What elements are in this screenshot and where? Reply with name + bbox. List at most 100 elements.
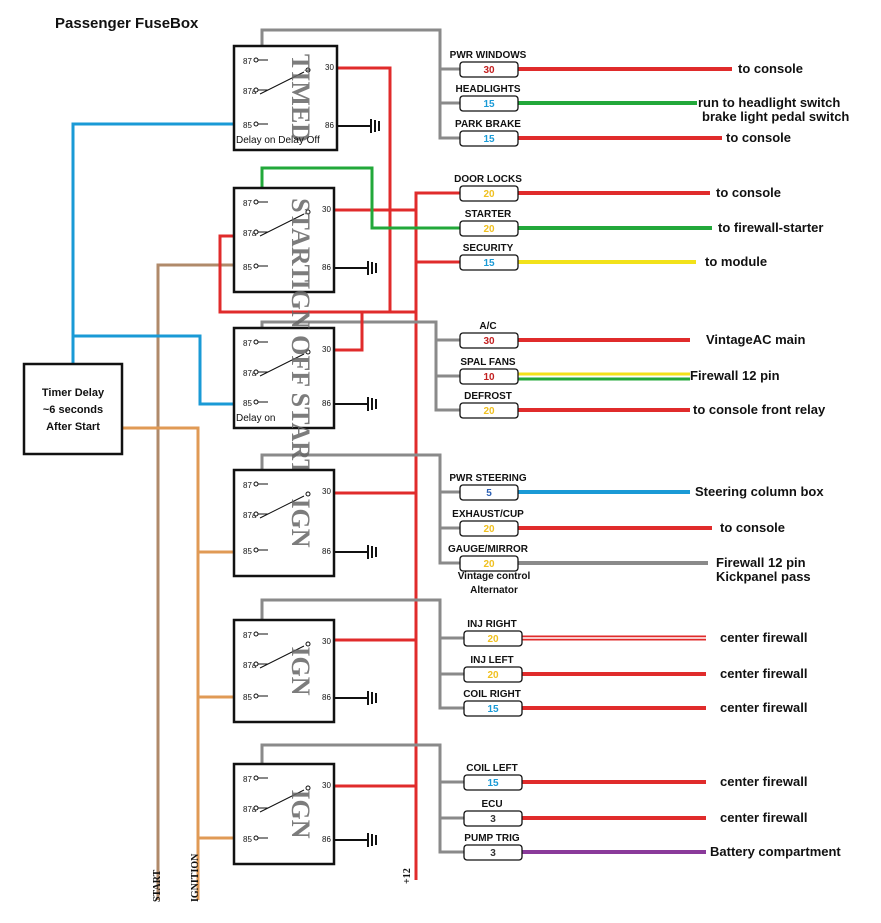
relay-pin-label: 85 xyxy=(243,263,252,272)
relay-pin-label: 30 xyxy=(322,205,331,214)
timed-relay-feed xyxy=(260,28,460,71)
fuse-label: DEFROST xyxy=(464,391,512,402)
fuse-label: INJ LEFT xyxy=(470,655,513,666)
fuse-label: PWR STEERING xyxy=(449,473,526,484)
fuse-destination: to console xyxy=(720,520,785,535)
fuse-label: PWR WINDOWS xyxy=(450,50,527,61)
fuse-security: SECURITY 15 to module xyxy=(459,243,767,271)
fuse-rating: 30 xyxy=(483,65,495,76)
relay-pin-dot xyxy=(253,547,259,553)
relay-pin-label: 30 xyxy=(322,345,331,354)
relay-pin-dot xyxy=(253,835,259,841)
relay-2-box xyxy=(232,186,336,294)
fuse-label: SECURITY xyxy=(463,243,514,254)
fuse-rating: 20 xyxy=(483,224,495,235)
fuse-destination: to firewall-starter xyxy=(718,220,823,235)
starter-green-wire xyxy=(260,166,460,230)
fuse-body xyxy=(459,520,519,537)
fuse-rating: 15 xyxy=(483,258,495,269)
fuse-body xyxy=(459,220,519,237)
fuse-rating: 15 xyxy=(483,134,495,145)
fuse-note-2: Alternator xyxy=(470,585,518,596)
relay-pin-dot xyxy=(253,661,259,667)
feed-coil-right xyxy=(438,674,464,710)
timer-delay-module: Timer Delay ~6 seconds After Start xyxy=(22,362,124,456)
fuse-body xyxy=(463,810,523,827)
relay-note: Delay on xyxy=(236,413,275,424)
fuse-body xyxy=(463,700,523,717)
relay-pin-dot xyxy=(253,339,259,345)
relay-pin-dot xyxy=(253,121,259,127)
relay-pin-dot xyxy=(253,57,259,63)
relay-pin-label: 87 xyxy=(243,199,252,208)
relay-name: IGN xyxy=(286,646,315,695)
fuse-label: INJ RIGHT xyxy=(467,619,516,630)
relay-pin-label: 86 xyxy=(322,263,331,272)
relay-4-box xyxy=(232,468,336,578)
fuse-rating: 15 xyxy=(487,704,499,715)
start-bus-label: START xyxy=(152,869,163,902)
timed-feed-parkbrake xyxy=(438,103,460,140)
relay-pin-dot xyxy=(305,67,311,73)
fuse-rating: 30 xyxy=(483,336,495,347)
fuse-body xyxy=(459,332,519,349)
fuse-body xyxy=(459,555,519,572)
relay-pin-label: 87a xyxy=(243,511,257,520)
relay-pin-dot xyxy=(253,399,259,405)
diagram-title: Passenger FuseBox xyxy=(55,15,199,32)
fuse-body xyxy=(459,61,519,78)
fuse-pwr-windows: PWR WINDOWS 30 to console xyxy=(450,50,803,78)
relay-pin-dot xyxy=(253,481,259,487)
relay-pin-dot xyxy=(253,775,259,781)
fuse-label: DOOR LOCKS xyxy=(454,174,522,185)
relay-pin-label: 30 xyxy=(322,487,331,496)
relay-pin-label: 85 xyxy=(243,547,252,556)
fuse-destination: to module xyxy=(705,254,767,269)
relay-pin-label: 86 xyxy=(322,399,331,408)
relay-pin-label: 85 xyxy=(243,835,252,844)
fuse-destination: to console xyxy=(738,61,803,76)
relay-name: IGN OFF START xyxy=(286,280,315,477)
fuse-label: ECU xyxy=(481,799,502,810)
relay-pin-dot xyxy=(305,785,311,791)
relay-pin-label: 87a xyxy=(243,369,257,378)
timer-to-timed-relay-wire xyxy=(71,122,234,364)
fuse-label: COIL RIGHT xyxy=(463,689,521,700)
relay-pin-dot xyxy=(305,349,311,355)
timer-line-2: ~6 seconds xyxy=(43,404,103,416)
relay-pin-label: 87 xyxy=(243,775,252,784)
fuse-note: Vintage control xyxy=(458,571,531,582)
ignition-bus-wire xyxy=(122,426,200,900)
relay-pin-dot xyxy=(253,631,259,637)
fuse-destination: center firewall xyxy=(720,666,807,681)
timer-line-3: After Start xyxy=(46,421,100,433)
relay-6-box xyxy=(232,762,336,866)
fuse-rating: 3 xyxy=(490,814,496,825)
fuse-destination: Firewall 12 pin xyxy=(716,555,806,570)
fuse-rating: 20 xyxy=(483,189,495,200)
relay-pin-dot xyxy=(305,641,311,647)
relay-pin-dot xyxy=(253,511,259,517)
relay-pin-dot xyxy=(253,229,259,235)
fuse-label: HEADLIGHTS xyxy=(456,84,521,95)
fuse-body xyxy=(459,95,519,112)
relay-pin-label: 85 xyxy=(243,399,252,408)
feed-defrost xyxy=(434,376,460,412)
fuse-destination: run to headlight switch xyxy=(698,95,840,110)
